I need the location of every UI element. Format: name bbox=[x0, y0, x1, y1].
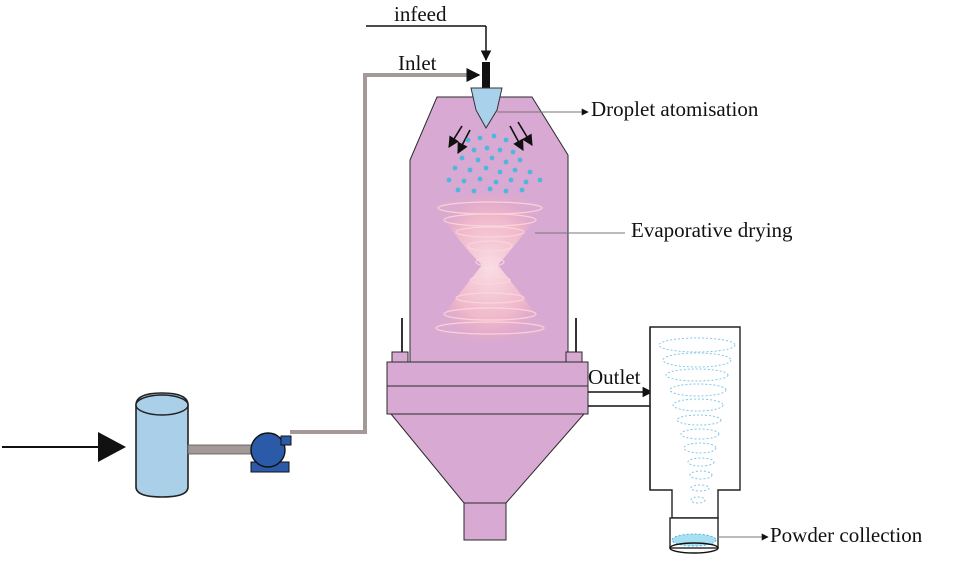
powder-label: Powder collection bbox=[770, 523, 923, 547]
cyclone-icon bbox=[649, 326, 741, 554]
tank-pump-connector bbox=[187, 444, 254, 455]
droplet-label: Droplet atomisation bbox=[591, 97, 759, 121]
outlet-arrow bbox=[588, 386, 654, 407]
evaporative-label: Evaporative drying bbox=[631, 218, 793, 242]
leader-lines bbox=[497, 108, 769, 541]
infeed-label: infeed bbox=[394, 2, 447, 26]
droplets bbox=[446, 133, 543, 194]
outlet-label: Outlet bbox=[588, 365, 641, 389]
spray-arrows bbox=[448, 121, 533, 154]
inlet-pipe bbox=[290, 68, 481, 434]
input-arrow bbox=[2, 432, 126, 462]
tank-icon bbox=[135, 392, 189, 498]
infeed-line bbox=[366, 25, 492, 62]
pump-icon bbox=[250, 432, 292, 473]
inlet-label: Inlet bbox=[398, 51, 437, 75]
nozzle-icon bbox=[470, 62, 503, 129]
drying-chamber bbox=[386, 96, 589, 541]
evaporation-swirl bbox=[432, 193, 548, 343]
